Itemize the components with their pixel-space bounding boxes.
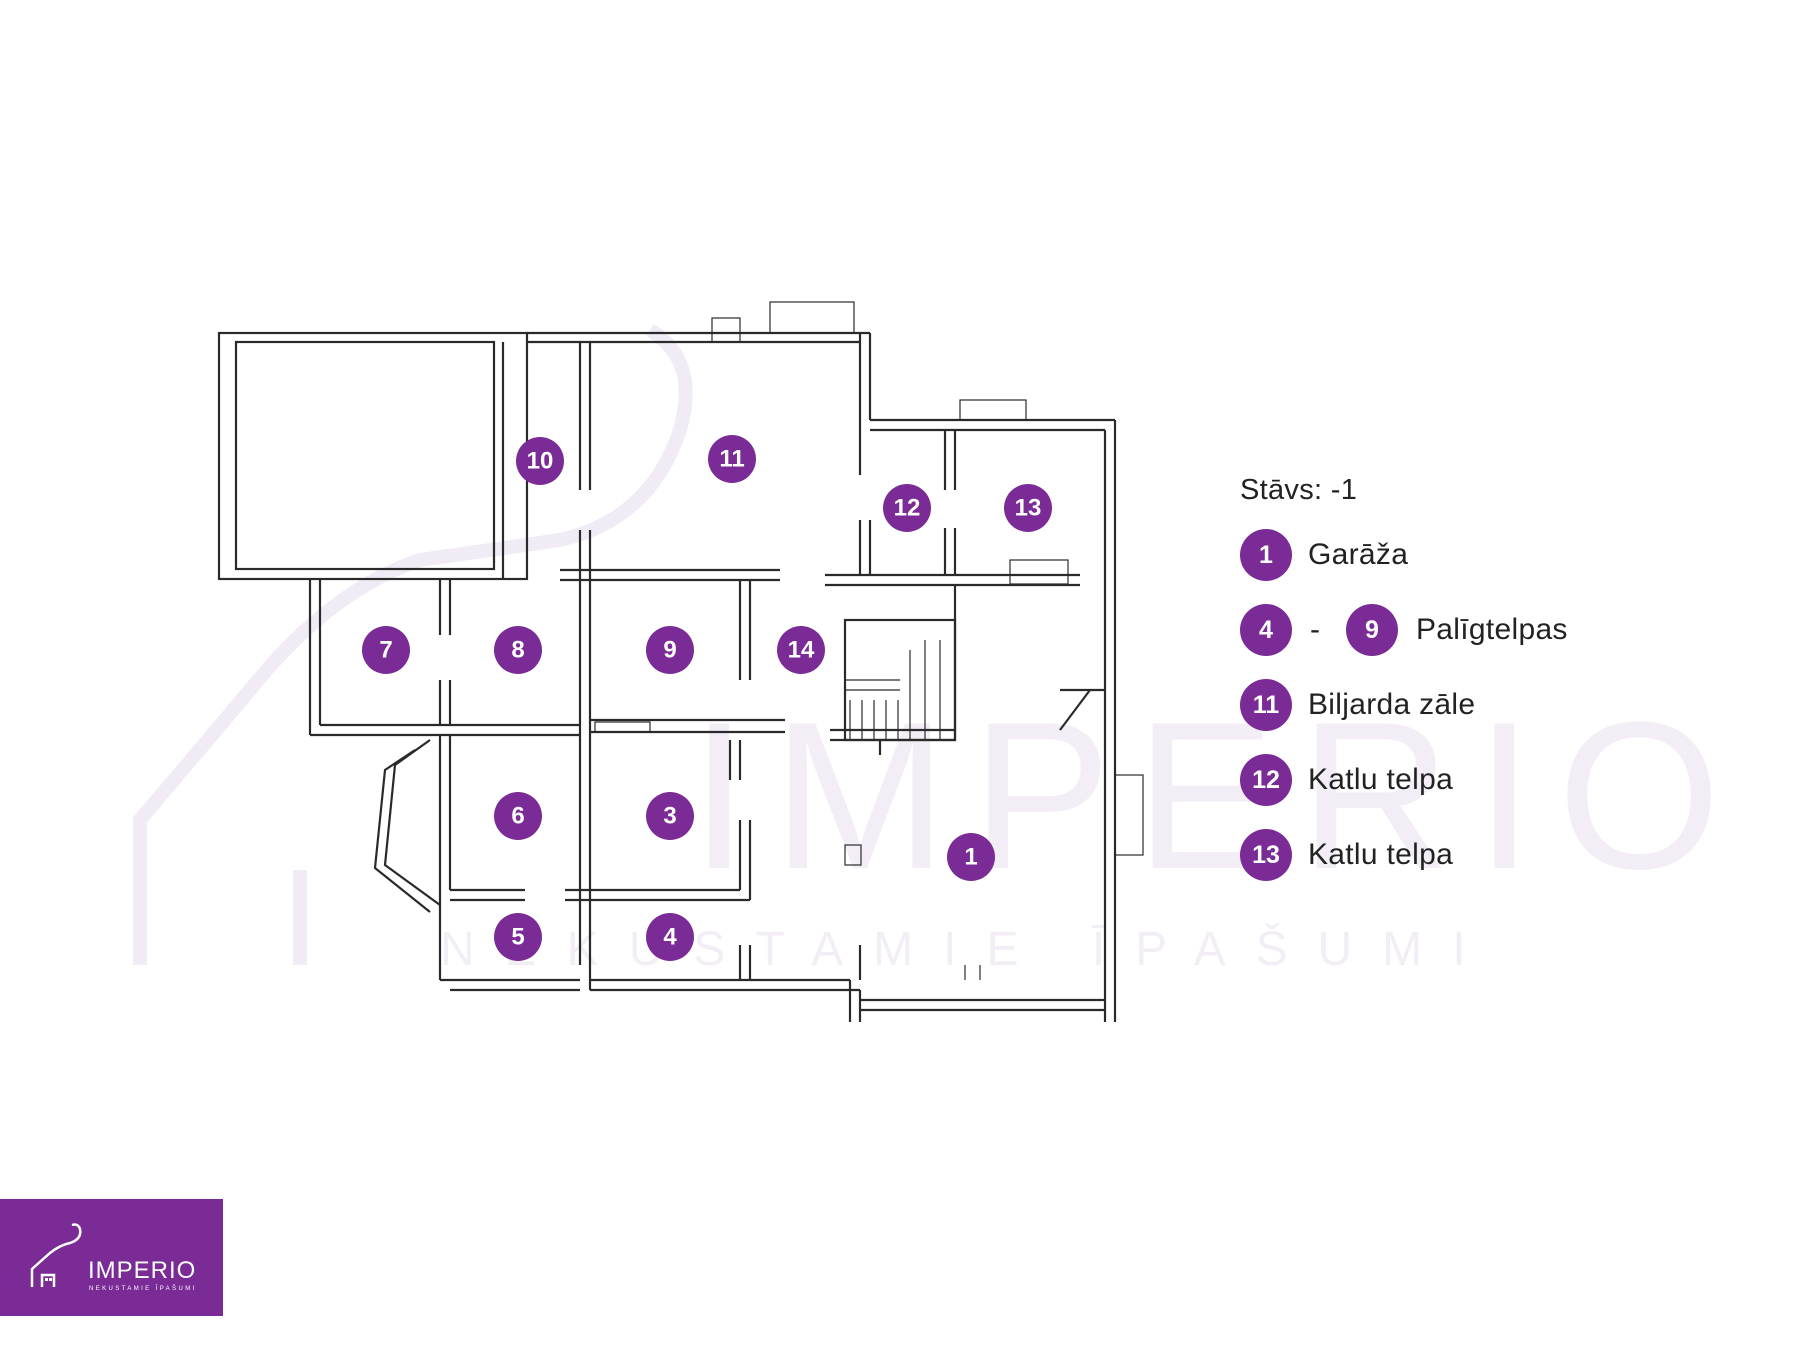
svg-text:3: 3 [663,803,676,830]
svg-text:10: 10 [527,448,554,475]
room-marker-5: 5 [494,913,542,961]
legend: Stāvs: -1 1 Garāža 4 - 9 Palīgtelpas 11 … [1240,474,1568,904]
logo-brand: IMPERIO [88,1257,197,1284]
svg-text:14: 14 [788,637,815,664]
legend-label: Katlu telpa [1308,838,1454,871]
legend-item-boiler-room-13: 13 Katlu telpa [1240,829,1568,881]
legend-badge: 11 [1240,679,1292,731]
legend-dash: - [1310,613,1320,646]
svg-text:13: 13 [1015,495,1042,522]
svg-text:8: 8 [511,637,524,664]
legend-badge-to: 9 [1346,604,1398,656]
walls [217,301,1144,1022]
room-marker-12: 12 [883,484,931,532]
room-marker-8: 8 [494,626,542,674]
room-marker-13: 13 [1004,484,1052,532]
legend-badge: 1 [1240,529,1292,581]
svg-text:11: 11 [719,446,744,473]
svg-text:6: 6 [511,803,524,830]
watermark-brand: IMPERIO [690,678,1745,913]
room-marker-3: 3 [646,792,694,840]
svg-text:12: 12 [894,495,921,522]
company-logo: IMPERIO NEKUSTAMIE ĪPAŠUMI [0,1199,223,1316]
legend-badge: 13 [1240,829,1292,881]
room-marker-7: 7 [362,626,410,674]
room-marker-9: 9 [646,626,694,674]
legend-item-boiler-room-12: 12 Katlu telpa [1240,754,1568,806]
legend-item-billiard-hall: 11 Biljarda zāle [1240,679,1568,731]
legend-item-garage: 1 Garāža [1240,529,1568,581]
legend-label: Biljarda zāle [1308,688,1476,721]
watermark-tagline: NEKUSTAMIE ĪPAŠUMI [440,922,1496,976]
legend-label: Garāža [1308,538,1409,571]
legend-item-utility-rooms: 4 - 9 Palīgtelpas [1240,604,1568,656]
room-marker-14: 14 [777,626,825,674]
room-marker-11: 11 [708,435,756,483]
svg-text:4: 4 [663,924,677,951]
room-marker-10: 10 [516,437,564,485]
logo-tagline: NEKUSTAMIE ĪPAŠUMI [89,1286,197,1292]
house-elephant-icon [30,1223,82,1287]
legend-badge-from: 4 [1240,604,1292,656]
room-marker-1: 1 [947,833,995,881]
svg-text:9: 9 [663,637,676,664]
room-markers: 1 3 4 5 6 7 8 9 10 11 12 13 14 [362,435,1052,961]
svg-text:1: 1 [964,844,977,871]
svg-text:5: 5 [511,924,524,951]
legend-label: Palīgtelpas [1416,613,1568,646]
room-marker-4: 4 [646,913,694,961]
watermark-house-icon [133,323,693,965]
legend-label: Katlu telpa [1308,763,1454,796]
room-marker-6: 6 [494,792,542,840]
svg-text:7: 7 [379,637,392,664]
floor-label: Stāvs: -1 [1240,474,1358,506]
legend-badge: 12 [1240,754,1292,806]
